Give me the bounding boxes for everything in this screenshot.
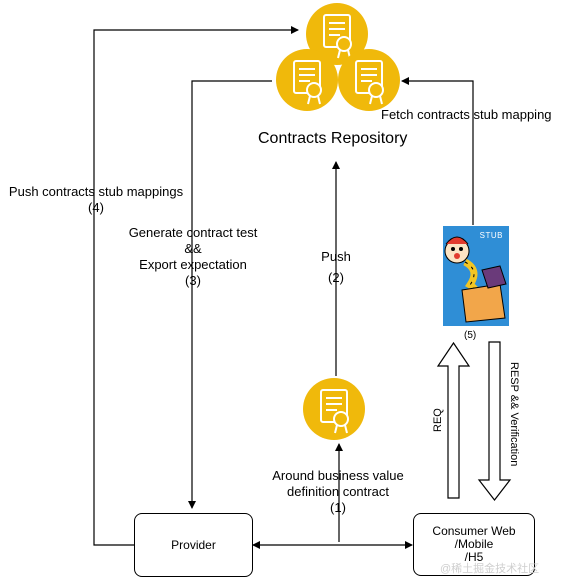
stub-number: (5) [464, 330, 477, 341]
req-block-arrow [436, 341, 471, 499]
req-label: REQ [432, 408, 444, 432]
push-text: Push [321, 249, 351, 264]
generate-line3: Export expectation [139, 257, 247, 272]
stub-image: STUB [443, 226, 509, 326]
consumer-label-line2: /Mobile [454, 537, 494, 551]
consumer-label-line3: /H5 [464, 550, 484, 564]
consumer-node: Consumer Web /Mobile /H5 [413, 513, 535, 576]
push-num: (2) [328, 270, 344, 285]
edge-generate-contract-test [188, 80, 272, 509]
edge-fetch-stub-mapping [401, 77, 474, 225]
stub-mascot-icon [443, 226, 509, 326]
contract-certificate-icon [337, 48, 401, 112]
generate-label: Generate contract test && Export expecta… [124, 225, 262, 289]
watermark: @稀土掘金技术社区 [440, 563, 540, 575]
around-num: (1) [330, 500, 346, 515]
consumer-label-line1: Consumer Web [432, 524, 516, 538]
generate-line2: && [184, 241, 202, 256]
stub-tag: STUB [479, 231, 503, 240]
arrowhead-left [252, 541, 260, 549]
push-mappings-label: Push contracts stub mappings (4) [2, 184, 190, 216]
push-mappings-num: (4) [88, 200, 104, 215]
push-mappings-text: Push contracts stub mappings [8, 184, 184, 199]
generate-num: (3) [185, 273, 201, 288]
around-line1: Around business value [272, 468, 404, 483]
around-line2: definition contract [287, 484, 389, 499]
contract-certificate-icon [302, 377, 366, 441]
resp-label: RESP && Verification [508, 362, 520, 467]
edge-push-mappings [93, 26, 299, 546]
repo-label: Contracts Repository [258, 130, 408, 147]
push-label: Push (2) [316, 249, 356, 286]
around-label: Around business value definition contrac… [263, 468, 413, 516]
generate-line1: Generate contract test [128, 225, 258, 240]
provider-node: Provider [134, 513, 253, 577]
contract-certificate-icon [275, 48, 339, 112]
provider-label: Provider [171, 537, 216, 552]
resp-block-arrow [477, 341, 512, 501]
fetch-label: Fetch contracts stub mapping [381, 107, 552, 122]
